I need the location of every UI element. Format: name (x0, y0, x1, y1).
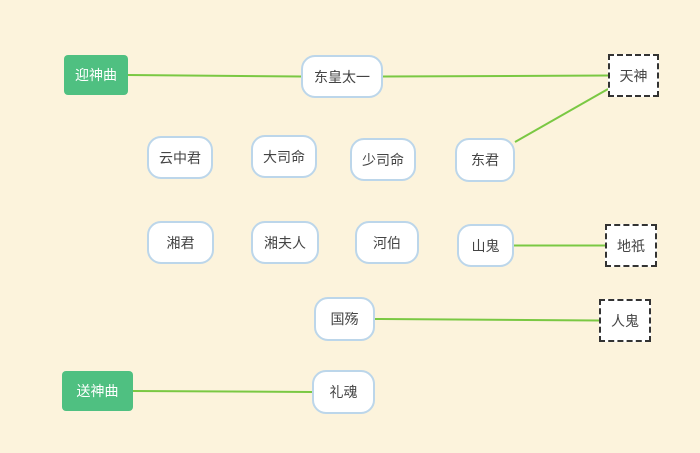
node-yingshenqu: 迎神曲 (64, 55, 128, 95)
node-yunzhongjun: 云中君 (147, 136, 213, 179)
node-xiangfuren: 湘夫人 (251, 221, 319, 264)
edge-guoshang-rengui (374, 318, 600, 322)
node-hebo: 河伯 (355, 221, 419, 264)
edge-donghuangtaiyi-tianshen (382, 74, 609, 78)
node-shaosiming: 少司命 (350, 138, 416, 181)
node-donghuangtaiyi: 东皇太一 (301, 55, 383, 98)
edge-yingshenqu-donghuangtaiyi (127, 74, 302, 78)
node-diqi: 地祇 (605, 224, 657, 267)
node-shangui: 山鬼 (457, 224, 514, 267)
edge-dongjun-tianshen (514, 88, 609, 143)
node-tianshen: 天神 (608, 54, 659, 97)
node-guoshang: 国殇 (314, 297, 375, 341)
node-xiangjun: 湘君 (147, 221, 214, 264)
node-songshenqu: 送神曲 (62, 371, 133, 411)
node-hun: 礼魂 (312, 370, 375, 414)
node-dongjun: 东君 (455, 138, 515, 182)
node-rengui: 人鬼 (599, 299, 651, 342)
node-dasiming: 大司命 (251, 135, 317, 178)
edge-songshenqu-hun (132, 390, 313, 393)
